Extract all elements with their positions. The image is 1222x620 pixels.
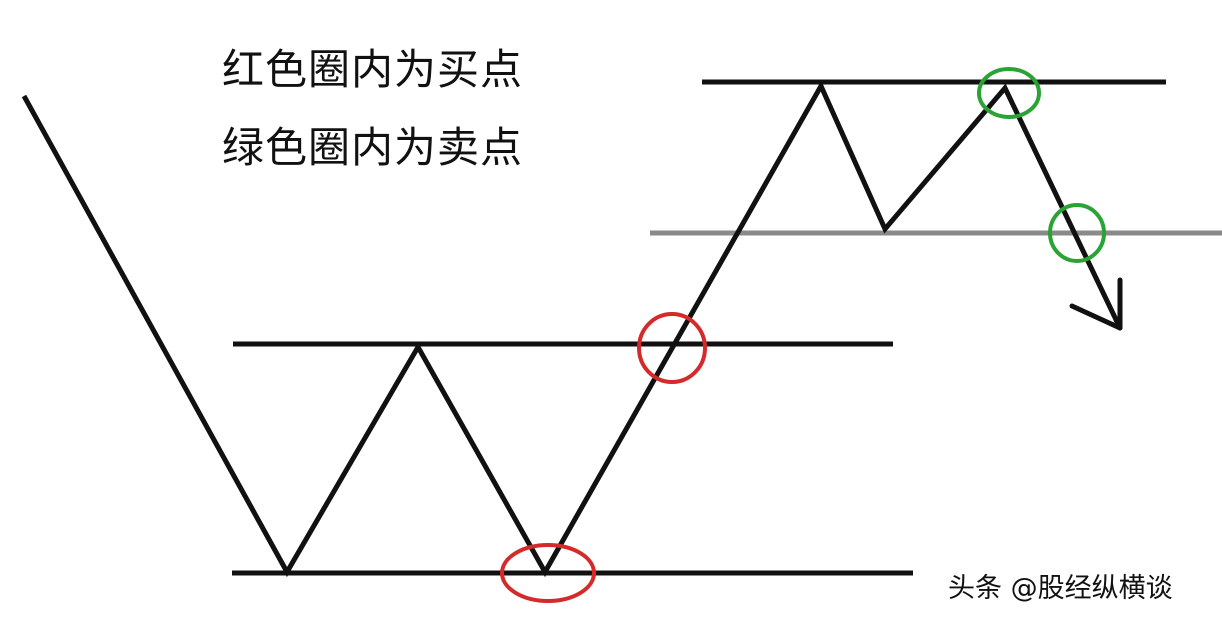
watermark-text: 头条 @股经纵横谈 [948, 573, 1173, 604]
legend-buy-text: 红色圈内为买点 [222, 45, 524, 94]
buy-point-breakout-circle [637, 312, 707, 384]
price-path [21, 80, 1123, 578]
legend-sell-text: 绿色圈内为卖点 [222, 123, 524, 172]
down-arrow-icon [1069, 277, 1123, 331]
buy-point-bottom-circle [500, 543, 596, 603]
sell-point-breakdown-circle [1048, 203, 1106, 263]
sell-point-top-circle [977, 67, 1041, 119]
